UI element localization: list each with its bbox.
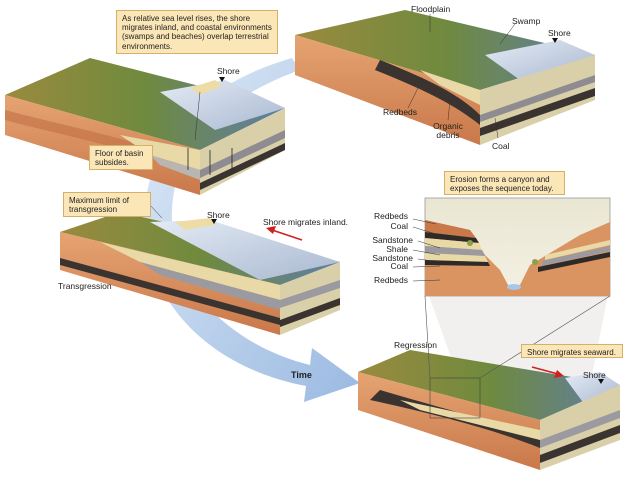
label-shore-2: Shore [548,28,571,38]
leader-lines [149,14,516,282]
label-shore-4: Shore [583,370,606,380]
label-coal-2: Coal [492,141,510,151]
shore-marker-3 [211,219,217,224]
shore-seaward-arrow [531,366,564,378]
callout-max-transgression: Maximum limit of transgression [63,192,151,217]
label-redbeds-2: Redbeds [383,107,418,117]
label-shore-1: Shore [217,66,240,76]
canyon-label-shale: Shale [386,244,408,254]
callout-erosion-canyon: Erosion forms a canyon and exposes the s… [444,171,565,195]
time-arrow [144,58,360,402]
label-floodplain: Floodplain [411,4,451,14]
label-swamp: Swamp [512,16,541,26]
callout-basin-subsides: Floor of basin subsides. [89,145,153,170]
zoom-line-left [424,295,431,379]
callout-sea-level-rises: As relative sea level rises, the shore m… [116,10,278,54]
label-transgression: Transgression [58,281,112,291]
label-shore-inland: Shore migrates inland. [263,217,349,227]
shore-marker-4 [598,379,604,384]
shore-inland-arrow [266,226,303,241]
block-regression [358,350,620,470]
label-organic-debris: Organic debris [433,121,463,140]
shore-marker-1 [219,77,225,82]
shore-marker-2 [552,38,558,43]
canyon-label-redbeds-bottom: Redbeds [373,275,408,285]
block-transgression-environments [295,10,595,145]
block-maximum-transgression [60,212,340,335]
canyon-label-redbeds-top: Redbeds [373,211,408,221]
canyon-label-coal-bottom: Coal [390,261,408,271]
canyon-label-coal-top: Coal [390,221,408,231]
canyon-label-sandstone-lower: Sandstone [372,253,413,263]
zoom-line-right [479,295,611,379]
block-initial [5,58,285,195]
label-shore-3: Shore [207,210,230,220]
canyon-label-sandstone-upper: Sandstone [372,235,413,245]
label-time: Time [291,370,312,380]
callout-shore-seaward: Shore migrates seaward. [521,344,623,358]
label-regression: Regression [394,340,437,350]
